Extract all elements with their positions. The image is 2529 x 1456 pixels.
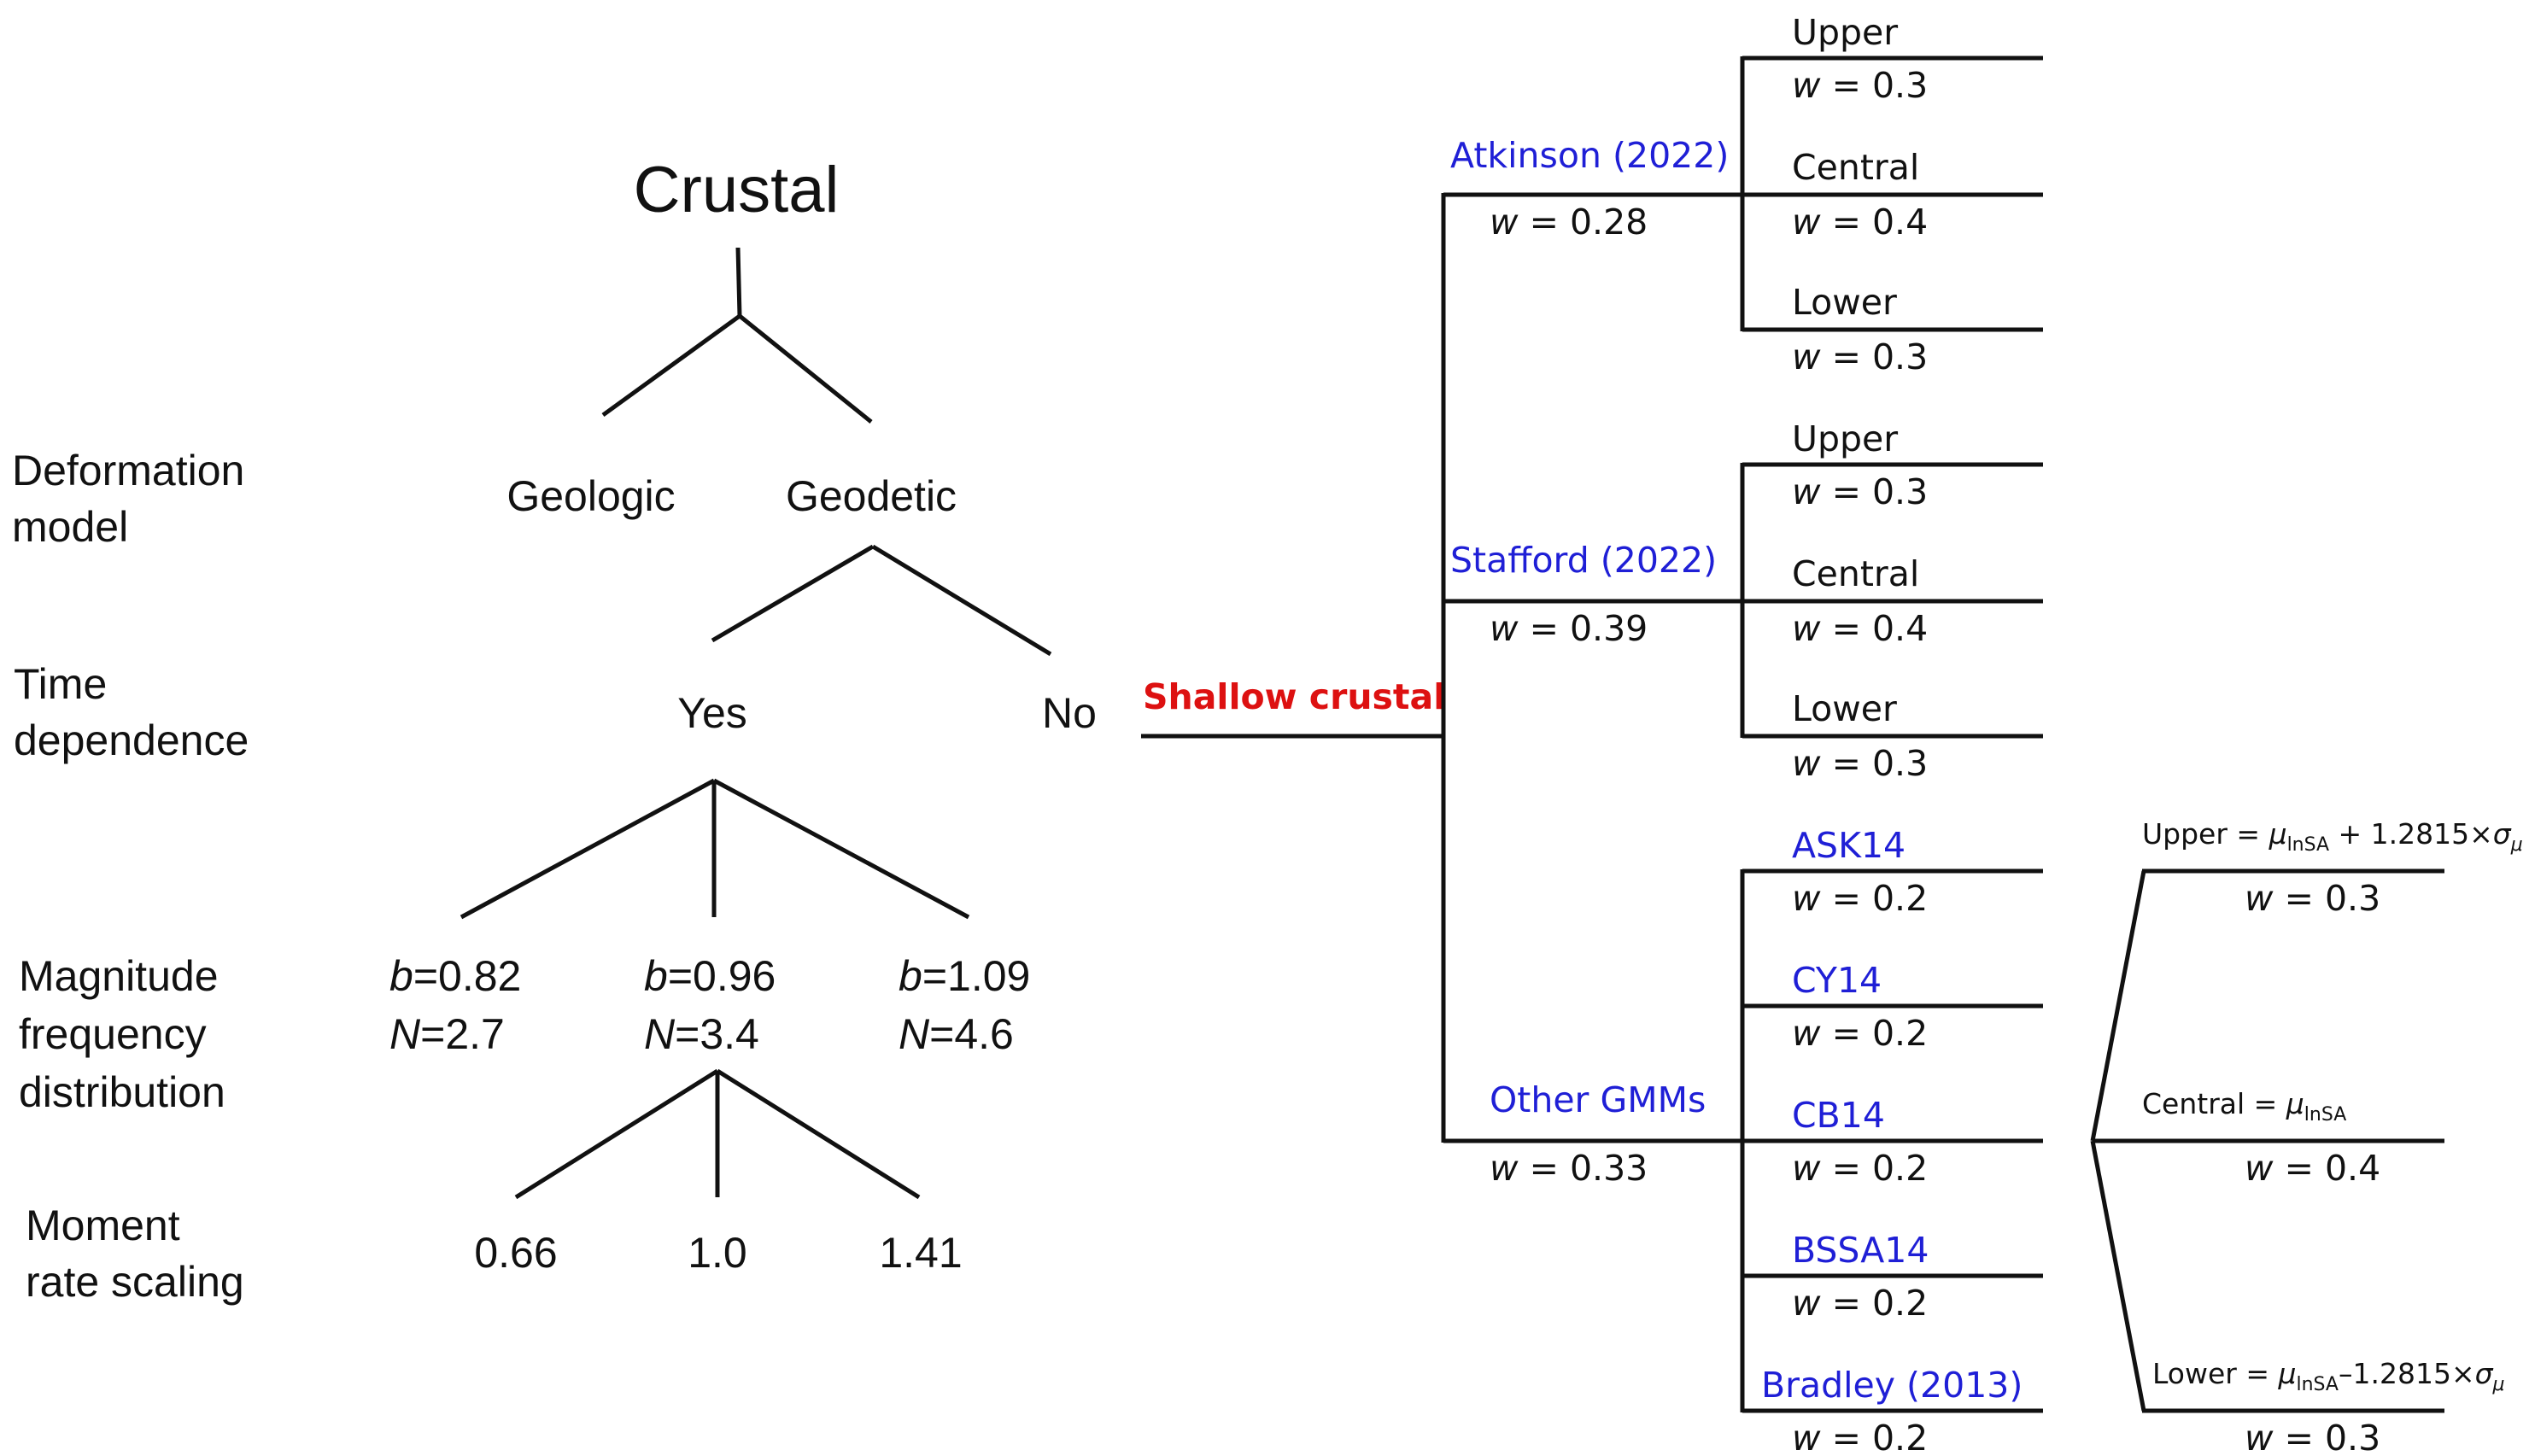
option-geologic: Geologic bbox=[506, 472, 675, 520]
moment-option-1: 0.66 bbox=[474, 1229, 557, 1277]
mfd-option-2: b=0.96 N=3.4 bbox=[644, 952, 776, 1058]
svg-text:w = 0.39: w = 0.39 bbox=[1490, 608, 1648, 649]
svg-text:w = 0.3: w = 0.3 bbox=[2245, 1418, 2380, 1456]
epistemic-branches: Upper = μlnSA + 1.2815×σμ w = 0.3 Centra… bbox=[2090, 817, 2523, 1456]
svg-text:Moment: Moment bbox=[26, 1202, 180, 1249]
mfd-option-3: b=1.09 N=4.6 bbox=[899, 952, 1030, 1058]
epistemic-lower-label: Lower = μlnSA–1.2815×σμ bbox=[2152, 1357, 2505, 1395]
svg-text:w = 0.3: w = 0.3 bbox=[1792, 65, 1928, 106]
svg-text:Magnitude: Magnitude bbox=[19, 952, 219, 1000]
svg-text:b=0.96: b=0.96 bbox=[644, 952, 776, 1000]
svg-text:CB14: CB14 bbox=[1792, 1095, 1885, 1136]
row-label-time-dependence: Time dependence bbox=[14, 660, 249, 764]
gmm-group-other: Other GMMs w = 0.33 ASK14 w = 0.2 CY14 w… bbox=[1490, 825, 2043, 1456]
svg-text:BSSA14: BSSA14 bbox=[1792, 1230, 1929, 1271]
yes-branch-lines bbox=[460, 778, 970, 920]
svg-text:Other GMMs: Other GMMs bbox=[1490, 1079, 1706, 1120]
moment-option-3: 1.41 bbox=[879, 1229, 962, 1277]
option-geodetic: Geodetic bbox=[786, 472, 957, 520]
svg-text:CY14: CY14 bbox=[1792, 960, 1882, 1001]
option-time-no: No bbox=[1042, 689, 1097, 737]
row-label-moment-rate-scaling: Moment rate scaling bbox=[26, 1202, 244, 1306]
svg-text:Bradley (2013): Bradley (2013) bbox=[1761, 1365, 2023, 1406]
svg-text:model: model bbox=[12, 503, 128, 551]
svg-text:Atkinson (2022): Atkinson (2022) bbox=[1450, 135, 1729, 176]
svg-text:w = 0.2: w = 0.2 bbox=[1792, 1148, 1928, 1189]
svg-text:w = 0.3: w = 0.3 bbox=[1792, 743, 1928, 784]
svg-text:Lower: Lower bbox=[1792, 282, 1897, 323]
svg-text:w = 0.3: w = 0.3 bbox=[1792, 336, 1928, 377]
svg-text:w = 0.4: w = 0.4 bbox=[2245, 1148, 2380, 1189]
svg-text:w = 0.28: w = 0.28 bbox=[1490, 202, 1648, 243]
svg-text:b=1.09: b=1.09 bbox=[899, 952, 1030, 1000]
gmm-logic-tree: Shallow crustal Atkinson (2022) w = 0.28… bbox=[1141, 12, 2523, 1456]
moment-option-2: 1.0 bbox=[688, 1229, 747, 1277]
svg-text:w = 0.4: w = 0.4 bbox=[1792, 202, 1928, 243]
svg-text:Deformation: Deformation bbox=[12, 447, 244, 494]
svg-text:w = 0.2: w = 0.2 bbox=[1792, 1418, 1928, 1456]
svg-text:w = 0.3: w = 0.3 bbox=[1792, 471, 1928, 512]
root-crustal-label: Crustal bbox=[634, 154, 840, 226]
row-label-deformation-model: Deformation model bbox=[12, 447, 244, 551]
svg-text:w = 0.33: w = 0.33 bbox=[1490, 1148, 1648, 1189]
svg-text:w = 0.2: w = 0.2 bbox=[1792, 1283, 1928, 1324]
mfd-option-1: b=0.82 N=2.7 bbox=[389, 952, 521, 1058]
svg-text:b=0.82: b=0.82 bbox=[389, 952, 521, 1000]
gmm-group-stafford: Stafford (2022) w = 0.39 Upper w = 0.3 C… bbox=[1450, 418, 2043, 784]
svg-text:frequency: frequency bbox=[19, 1010, 207, 1058]
svg-text:Upper: Upper bbox=[1792, 12, 1898, 53]
svg-text:rate scaling: rate scaling bbox=[26, 1258, 244, 1306]
svg-text:Lower: Lower bbox=[1792, 688, 1897, 729]
svg-text:w = 0.2: w = 0.2 bbox=[1792, 878, 1928, 919]
svg-text:Stafford (2022): Stafford (2022) bbox=[1450, 540, 1717, 581]
source-logic-tree: Crustal Deformation model Time dependenc… bbox=[12, 154, 1097, 1306]
svg-text:w = 0.4: w = 0.4 bbox=[1792, 608, 1928, 649]
row-label-magnitude-frequency-distribution: Magnitude frequency distribution bbox=[19, 952, 225, 1116]
svg-text:Central: Central bbox=[1792, 147, 1919, 188]
svg-text:N=4.6: N=4.6 bbox=[899, 1010, 1014, 1058]
geodetic-branch-lines bbox=[711, 544, 1052, 657]
svg-text:w = 0.3: w = 0.3 bbox=[2245, 878, 2380, 919]
svg-text:N=2.7: N=2.7 bbox=[389, 1010, 505, 1058]
svg-text:Upper: Upper bbox=[1792, 418, 1898, 459]
svg-text:distribution: distribution bbox=[19, 1068, 225, 1116]
svg-text:w = 0.2: w = 0.2 bbox=[1792, 1013, 1928, 1054]
svg-text:Time: Time bbox=[14, 660, 107, 708]
svg-text:dependence: dependence bbox=[14, 716, 249, 764]
epistemic-central-label: Central = μlnSA bbox=[2142, 1087, 2346, 1126]
root-shallow-crustal-label: Shallow crustal bbox=[1143, 676, 1445, 717]
root-branch-lines bbox=[601, 247, 873, 424]
svg-text:ASK14: ASK14 bbox=[1792, 825, 1906, 866]
epistemic-upper-label: Upper = μlnSA + 1.2815×σμ bbox=[2142, 817, 2523, 856]
mfd-branch-lines bbox=[514, 1068, 921, 1200]
svg-text:Central: Central bbox=[1792, 553, 1919, 594]
option-time-yes: Yes bbox=[677, 689, 747, 737]
gmm-group-atkinson: Atkinson (2022) w = 0.28 Upper w = 0.3 C… bbox=[1450, 12, 2043, 377]
svg-text:N=3.4: N=3.4 bbox=[644, 1010, 759, 1058]
